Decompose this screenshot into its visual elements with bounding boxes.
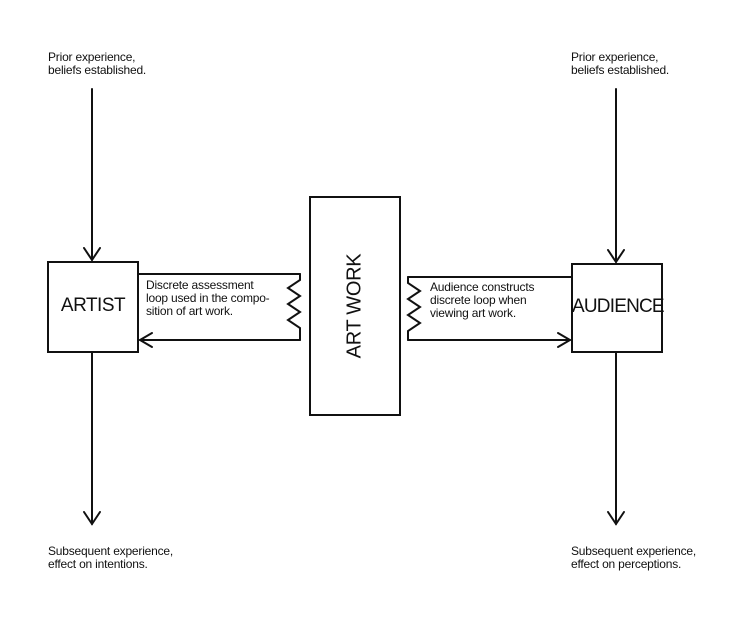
audience-subsequent-arrowhead bbox=[607, 511, 625, 526]
audience-loop-arrowhead bbox=[557, 332, 572, 348]
artist-loop-arrowhead bbox=[138, 332, 153, 348]
artist-loop-zigzag bbox=[286, 273, 302, 341]
audience-subsequent-label: Subsequent experience, effect on percept… bbox=[571, 544, 697, 571]
audience-prior-label: Prior experience, beliefs established. bbox=[571, 50, 670, 77]
artwork-box bbox=[309, 196, 401, 416]
audience-loop-zigzag bbox=[406, 276, 422, 341]
artwork-box-label: ART WORK bbox=[343, 253, 366, 359]
artist-loop-label: Discrete assessment loop used in the com… bbox=[146, 278, 270, 318]
artist-prior-label: Prior experience, beliefs established. bbox=[48, 50, 147, 77]
audience-box-label: AUDIENCE bbox=[572, 296, 665, 317]
audience-prior-arrowhead bbox=[607, 249, 625, 264]
artist-box-label: ARTIST bbox=[60, 295, 126, 316]
artist-subsequent-arrowhead bbox=[83, 511, 101, 526]
artist-prior-arrowhead bbox=[83, 247, 101, 262]
audience-loop-label: Audience constructs discrete loop when v… bbox=[430, 280, 535, 320]
artist-subsequent-label: Subsequent experience, effect on intenti… bbox=[48, 544, 174, 571]
